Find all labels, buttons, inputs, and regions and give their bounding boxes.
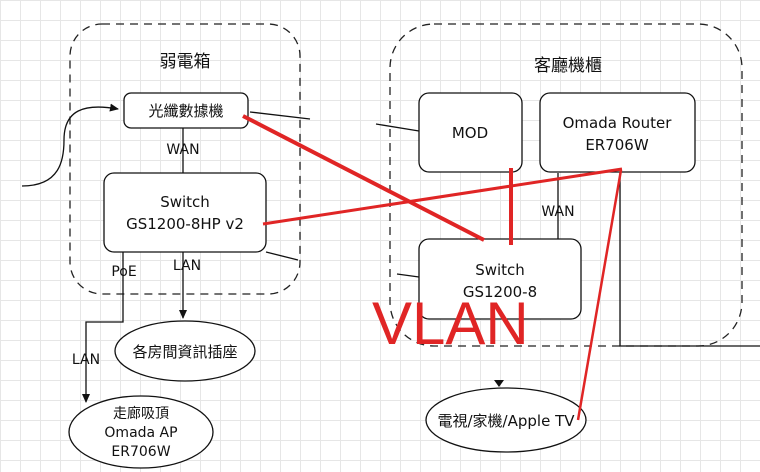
ap-line2: Omada AP [104,425,177,441]
ap-line1: 走廊吸頂 [113,405,169,422]
vlan-line-ont [242,114,485,242]
switch-to-ap-line [82,252,124,403]
ont-label: 光纖數據機 [148,102,223,120]
wan-label-top: WAN [166,142,199,158]
tv-node [425,387,587,453]
mod-node [418,92,523,173]
weak-box-zone [69,23,301,295]
living-cabinet-title: 客廳機櫃 [534,56,602,76]
tv-label: 電視/家機/Apple TV [438,412,576,430]
lan-label-ap: LAN [72,352,100,368]
router-to-tv-line [619,170,760,347]
switch-main-node [103,172,267,253]
lan-label-rooms: LAN [173,258,201,274]
mod-label: MOD [452,124,488,142]
switch-living-node [418,238,582,320]
rooms-label: 各房間資訊插座 [132,343,237,361]
wan-label-router: WAN [541,204,574,220]
switch-stub-right [265,251,299,261]
router-node [539,92,696,173]
ap-node [68,395,214,469]
fiber-in-line [21,103,119,187]
vlan-line-router-tv [576,169,623,421]
tv-arrow [494,380,504,387]
switch-main-line2: GS1200-8HP v2 [126,215,244,233]
switch-living-line2: GS1200-8 [463,283,537,301]
living-cabinet-zone [389,23,743,347]
vlan-label: VLAN [372,290,529,357]
switch-living-line1: Switch [475,261,525,279]
ont-node [123,92,249,129]
ap-line3: ER706W [111,444,170,460]
rooms-node [114,320,256,382]
router-line2: ER706W [585,136,649,154]
ont-to-mod-line-b [375,123,420,132]
switch-living-stub-left [396,273,420,278]
ont-to-mod-line-a [249,111,311,120]
router-line1: Omada Router [563,114,673,132]
switch-main-line1: Switch [160,193,210,211]
weak-box-title: 弱電箱 [160,52,211,72]
vlan-line-switch [262,167,623,226]
poe-label: PoE [111,264,136,280]
